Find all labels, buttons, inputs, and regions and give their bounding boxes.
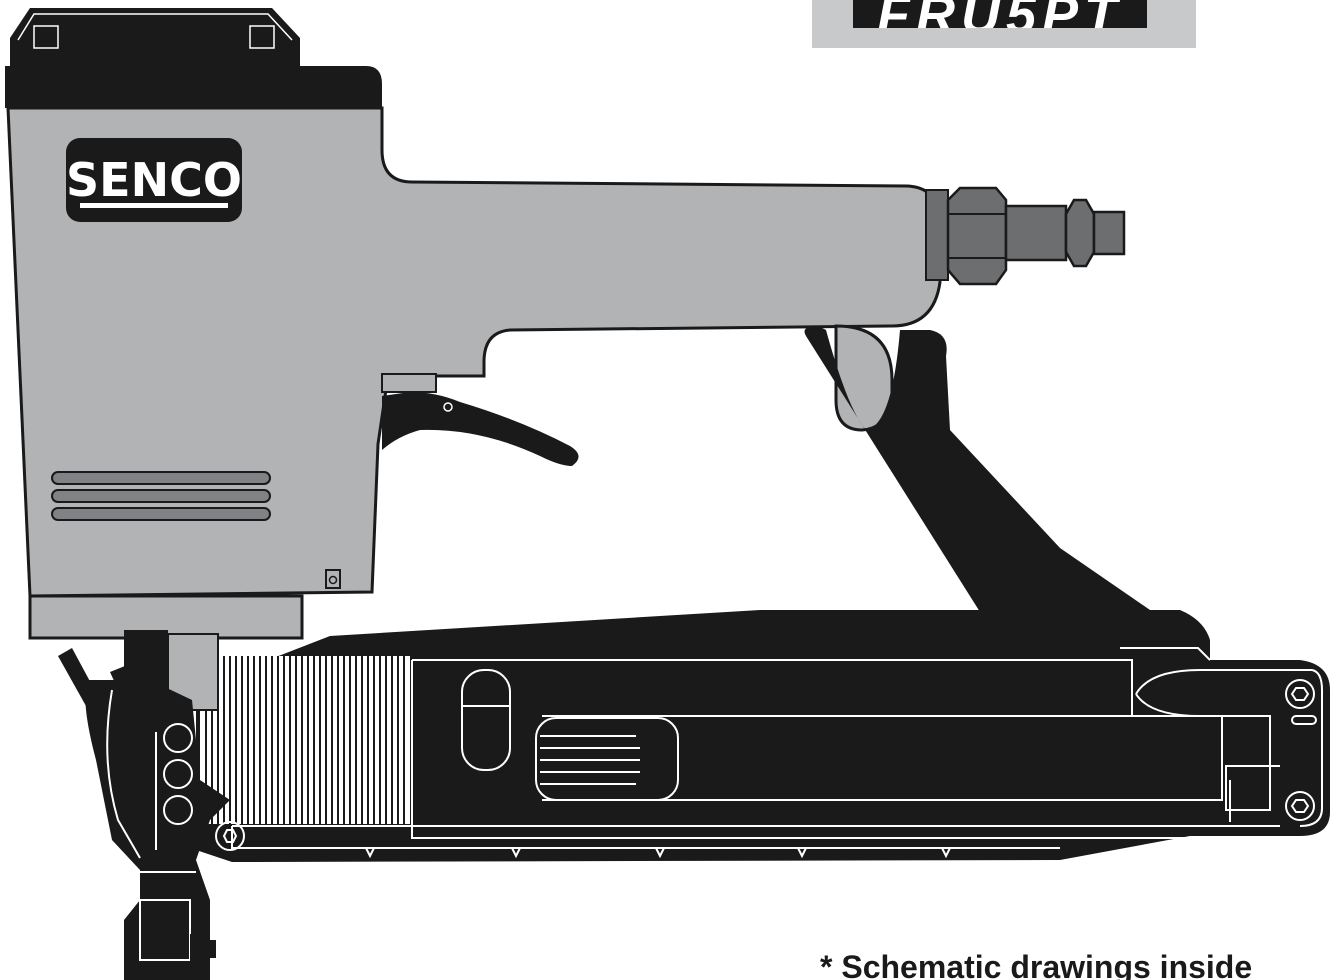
senco-logo-text: SENCO <box>66 153 242 207</box>
magazine <box>196 610 1330 862</box>
nose-assembly <box>58 630 245 980</box>
air-fitting <box>925 186 1126 286</box>
body-screw <box>325 569 341 589</box>
schematic-caption: * Schematic drawings inside <box>820 950 1253 980</box>
trigger <box>381 373 579 466</box>
model-badge: FRU5PT <box>853 0 1147 28</box>
senco-logo: SENCO <box>66 138 242 222</box>
model-badge-text: FRU5PT <box>853 0 1147 28</box>
vent-slots <box>51 471 271 521</box>
top-cap <box>5 8 382 108</box>
support-arm <box>804 326 1150 612</box>
